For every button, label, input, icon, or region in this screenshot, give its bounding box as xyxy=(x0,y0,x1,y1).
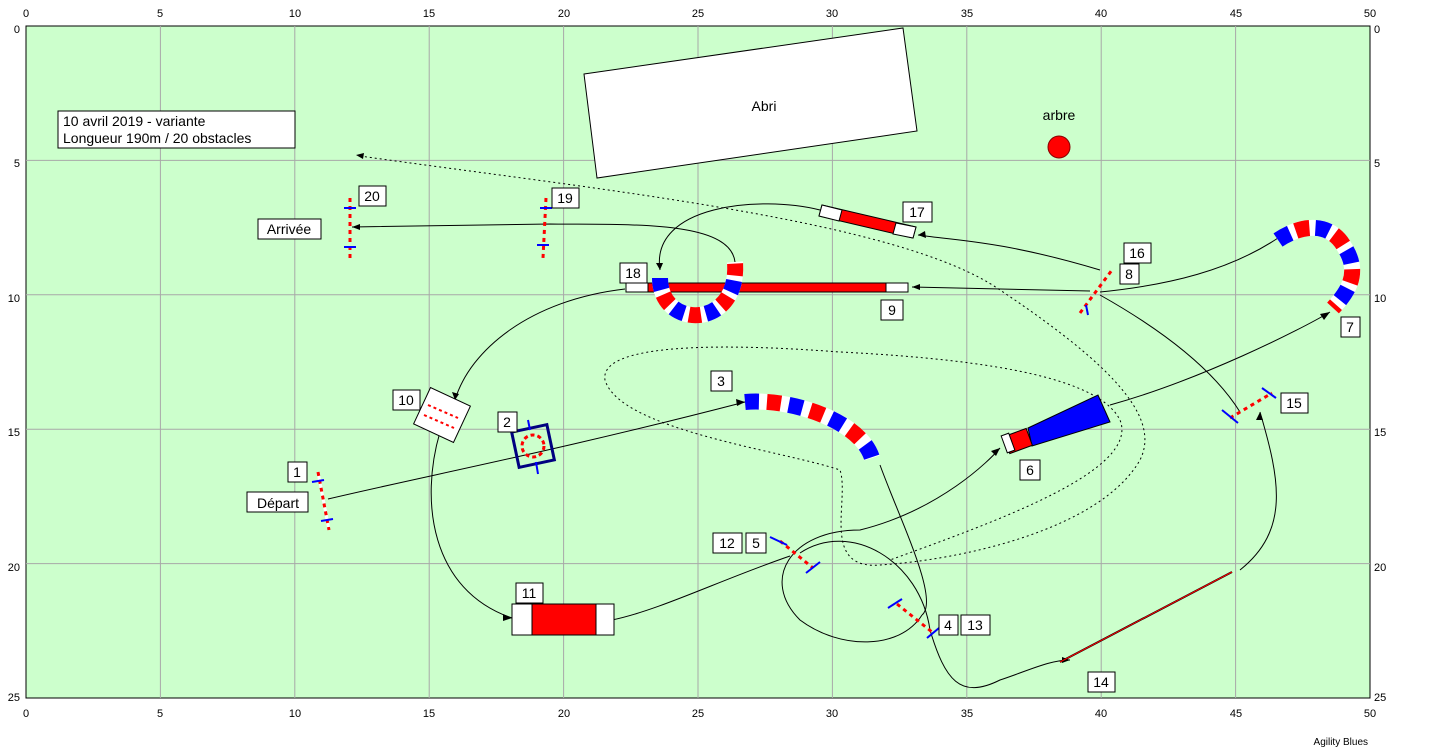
y-tick-right-20: 20 xyxy=(1374,562,1386,574)
jump-20 xyxy=(344,198,356,258)
y-tick-left-5: 5 xyxy=(14,158,20,170)
tunnel-11 xyxy=(511,603,615,636)
tree-label: arbre xyxy=(1043,107,1076,123)
obstacle-number-15: 15 xyxy=(1286,395,1302,411)
x-tick-bottom-15: 15 xyxy=(423,708,435,720)
x-tick-top-45: 45 xyxy=(1230,8,1242,20)
obstacle-number-7: 7 xyxy=(1346,319,1354,335)
obstacle-number-10: 10 xyxy=(398,392,414,408)
tire-2 xyxy=(509,419,557,475)
y-tick-left-20: 20 xyxy=(8,562,20,574)
start-label: Départ xyxy=(246,491,309,513)
obstacle-number-5: 5 xyxy=(752,535,760,551)
obstacle-number-14: 14 xyxy=(1093,674,1109,690)
obstacle-number-6: 6 xyxy=(1026,462,1034,478)
y-tick-left-25: 25 xyxy=(8,692,20,704)
x-tick-top-30: 30 xyxy=(826,8,838,20)
y-tick-right-25: 25 xyxy=(1374,692,1386,704)
tunnel-3 xyxy=(744,393,880,462)
y-tick-right-10: 10 xyxy=(1374,293,1386,305)
x-tick-top-50: 50 xyxy=(1364,8,1376,20)
info-box xyxy=(57,110,296,149)
x-tick-top-15: 15 xyxy=(423,8,435,20)
x-tick-bottom-30: 30 xyxy=(826,708,838,720)
y-tick-left-15: 15 xyxy=(8,427,20,439)
jump-4-13 xyxy=(887,598,940,639)
obstacle-number-labels: 1 2 3 4 5 6 7 8 9 10 11 12 13 14 15 16 1 xyxy=(287,185,1361,693)
x-tick-bottom-0: 0 xyxy=(23,708,29,720)
x-tick-bottom-50: 50 xyxy=(1364,708,1376,720)
tunnel-18 xyxy=(652,261,744,324)
jump-8-16 xyxy=(1078,269,1114,316)
long-jump-10 xyxy=(412,386,472,444)
chute-6 xyxy=(1000,394,1111,455)
jump-19 xyxy=(537,197,552,259)
obstacle-number-19: 19 xyxy=(557,190,573,206)
info-length: Longueur 190m / 20 obstacles xyxy=(63,130,251,146)
y-tick-right-15: 15 xyxy=(1374,427,1386,439)
x-tick-bottom-25: 25 xyxy=(692,708,704,720)
dogwalk-9-18 xyxy=(625,282,909,293)
obstacle-number-18: 18 xyxy=(625,265,641,281)
x-tick-bottom-20: 20 xyxy=(558,708,570,720)
start-label-text: Départ xyxy=(257,495,299,511)
obstacle-number-20: 20 xyxy=(364,188,380,204)
obstacle-number-9: 9 xyxy=(888,302,896,318)
tunnel-17 xyxy=(818,204,917,239)
y-tick-left-10: 10 xyxy=(8,293,20,305)
obstacle-number-1: 1 xyxy=(293,464,301,480)
shelter xyxy=(583,27,918,179)
jump-5-12 xyxy=(769,536,821,574)
x-tick-bottom-5: 5 xyxy=(157,708,163,720)
x-tick-top-20: 20 xyxy=(558,8,570,20)
obstacle-number-4: 4 xyxy=(944,617,952,633)
x-tick-top-35: 35 xyxy=(961,8,973,20)
x-tick-top-5: 5 xyxy=(157,8,163,20)
jump-15 xyxy=(1221,387,1277,424)
seesaw-14 xyxy=(1059,571,1233,663)
x-tick-bottom-10: 10 xyxy=(289,708,301,720)
x-tick-top-40: 40 xyxy=(1095,8,1107,20)
x-tick-bottom-45: 45 xyxy=(1230,708,1242,720)
x-tick-bottom-40: 40 xyxy=(1095,708,1107,720)
x-tick-top-25: 25 xyxy=(692,8,704,20)
obstacle-number-17: 17 xyxy=(909,204,925,220)
obstacle-number-13: 13 xyxy=(967,617,983,633)
x-tick-top-0: 0 xyxy=(23,8,29,20)
finish-label-text: Arrivée xyxy=(267,221,312,237)
x-tick-bottom-35: 35 xyxy=(961,708,973,720)
course-path xyxy=(327,203,1331,689)
info-date: 10 avril 2019 - variante xyxy=(63,113,206,129)
obstacle-number-3: 3 xyxy=(717,373,725,389)
y-tick-right-5: 5 xyxy=(1374,158,1380,170)
y-tick-right-0: 0 xyxy=(1374,24,1380,36)
path-arrows xyxy=(352,224,1330,663)
obstacle-number-8: 8 xyxy=(1125,266,1133,282)
tunnel-7 xyxy=(1273,219,1361,314)
dotted-path-arrow xyxy=(356,153,364,159)
footer-credit: Agility Blues xyxy=(1313,737,1368,748)
axis-ticks: 0 5 10 15 20 25 30 35 40 45 50 0 5 10 15… xyxy=(8,8,1387,720)
y-tick-left-0: 0 xyxy=(14,24,20,36)
obstacle-number-2: 2 xyxy=(503,414,511,430)
obstacle-number-16: 16 xyxy=(1129,245,1145,261)
finish-label: Arrivée xyxy=(257,218,322,240)
shelter-label: Abri xyxy=(752,98,777,114)
x-tick-top-10: 10 xyxy=(289,8,301,20)
jump-1 xyxy=(311,471,334,531)
obstacle-number-11: 11 xyxy=(522,585,537,601)
obstacle-number-12: 12 xyxy=(719,535,735,551)
tree xyxy=(1047,135,1071,159)
